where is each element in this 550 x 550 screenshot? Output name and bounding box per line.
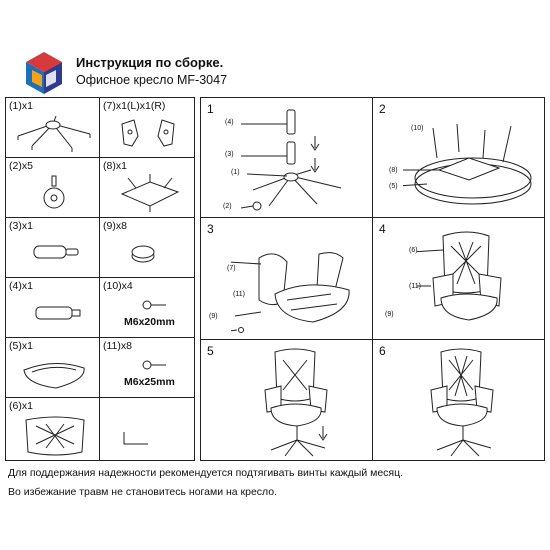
armrest-bracket-icon — [121, 119, 175, 147]
part-label: (3)x1 — [9, 220, 33, 232]
step-number: 1 — [207, 102, 214, 116]
assembly-steps: 1 (4) (3) (1) (2) 2 (10) (8) (5) — [200, 97, 545, 461]
screw-spec: M6x25mm — [124, 376, 175, 388]
callout: (9) — [385, 311, 394, 318]
step-number: 5 — [207, 344, 214, 358]
part-backrest: (6)x1 — [6, 398, 100, 460]
callout: (8) — [389, 167, 398, 174]
part-allen-key — [100, 398, 194, 460]
step-3: 3 (7) (11) (9) — [201, 218, 373, 340]
backrest-icon — [25, 416, 85, 456]
part-label: (4)x1 — [9, 280, 33, 292]
part-label: (8)x1 — [103, 160, 127, 172]
callout: (9) — [209, 313, 218, 320]
callout: (2) — [223, 203, 232, 210]
step-4-diagram — [417, 231, 502, 321]
cap-icon — [131, 245, 155, 263]
callout: (1) — [231, 169, 240, 176]
callout: (11) — [409, 283, 421, 290]
part-mechanism: (8)x1 — [100, 158, 194, 218]
seat-mechanism-icon — [120, 174, 180, 212]
allen-key-icon — [123, 432, 148, 445]
callout: (10) — [411, 125, 424, 132]
part-caster: (2)x5 — [6, 158, 100, 218]
part-label: (9)x8 — [103, 220, 127, 232]
parts-list: (1)x1 (7)x1(L)x1(R) (2)x5 (8)x1 (3)x1 — [5, 97, 195, 461]
step-4: 4 (6) (11) (9) — [373, 218, 544, 340]
page-title: Инструкция по сборке. — [76, 55, 224, 70]
screw-icon — [142, 360, 166, 370]
callout: (3) — [225, 151, 234, 158]
gas-lift-icon — [33, 245, 79, 259]
part-label: (7)x1(L)x1(R) — [103, 100, 166, 112]
part-seat: (5)x1 — [6, 338, 100, 398]
callout: (6) — [409, 247, 418, 254]
part-cylinder: (4)x1 — [6, 278, 100, 338]
part-label: (10)x4 — [103, 280, 133, 292]
step-6: 6 — [373, 340, 544, 460]
step-3-diagram — [231, 252, 350, 333]
part-label: (2)x5 — [9, 160, 33, 172]
safety-note: Во избежание травм не становитесь ногами… — [8, 486, 278, 498]
callout: (11) — [233, 291, 245, 298]
product-name: Офисное кресло MF-3047 — [76, 73, 228, 87]
part-label: (1)x1 — [9, 100, 33, 112]
caster-wheel-icon — [43, 175, 65, 209]
step-2-diagram — [403, 123, 532, 205]
part-gas-lift: (3)x1 — [6, 218, 100, 278]
callout: (7) — [227, 265, 236, 272]
screw-spec: M6x20mm — [124, 316, 175, 328]
step-number: 6 — [379, 344, 386, 358]
step-number: 4 — [379, 222, 386, 236]
chair-base-icon — [17, 115, 91, 152]
step-2: 2 (10) (8) (5) — [373, 98, 544, 218]
part-screw-20: (10)x4 M6x20mm — [100, 278, 194, 338]
part-cap: (9)x8 — [100, 218, 194, 278]
step-1-diagram — [241, 109, 342, 211]
part-label: (11)x8 — [103, 340, 132, 352]
maintenance-note: Для поддержания надежности рекомендуется… — [8, 467, 404, 479]
part-label: (5)x1 — [9, 340, 33, 352]
step-number: 2 — [379, 102, 386, 116]
step-5-diagram — [264, 348, 328, 457]
step-1: 1 (4) (3) (1) (2) — [201, 98, 373, 218]
part-armrest-bracket: (7)x1(L)x1(R) — [100, 98, 194, 158]
cube-logo-icon — [26, 52, 62, 94]
part-label: (6)x1 — [9, 400, 33, 412]
part-screw-25: (11)x8 M6x25mm — [100, 338, 194, 398]
step-6-diagram — [430, 348, 494, 457]
callout: (5) — [389, 183, 398, 190]
callout: (4) — [225, 119, 234, 126]
step-number: 3 — [207, 222, 214, 236]
screw-icon — [142, 300, 166, 310]
step-5: 5 — [201, 340, 373, 460]
seat-cushion-icon — [23, 363, 85, 389]
part-base: (1)x1 — [6, 98, 100, 158]
cylinder-cover-icon — [35, 306, 81, 320]
